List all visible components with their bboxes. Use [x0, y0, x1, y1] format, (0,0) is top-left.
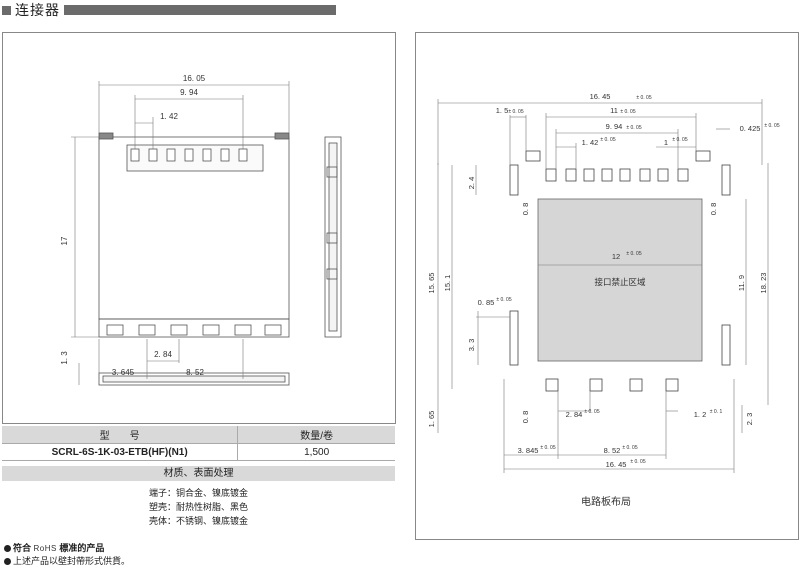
tol-1.2: ± 0. 1	[710, 409, 723, 415]
dim-span-852: 8. 52	[186, 368, 204, 377]
connector-drawing: 16. 05 9. 94 1. 42 17 2. 84 3. 645 8. 52…	[60, 74, 342, 386]
rohs-mark: RoHS	[33, 544, 57, 553]
dim-16.45-top: 16. 45	[590, 92, 611, 101]
model-cell: SCRL-6S-1K-03-ETB(HF)(N1)	[2, 443, 238, 461]
dim-0.425: 0. 425	[740, 124, 761, 133]
tol-2.84: ± 0. 05	[584, 409, 599, 415]
col-qty: 数量/卷	[237, 426, 395, 444]
dim-left-offset: 3. 645	[112, 368, 135, 377]
bullet-icon	[4, 545, 11, 552]
dim-8.52: 8. 52	[604, 446, 621, 455]
dim-3.845: 3. 845	[518, 446, 539, 455]
rohs-note: 符合 RoHS 標准的产品	[4, 542, 130, 555]
dim-0.8a: 0. 8	[521, 203, 530, 216]
notes: 符合 RoHS 標准的产品 上述产品以壁封帶形式供貨。	[4, 542, 130, 568]
dim-width-total: 16. 05	[183, 74, 206, 83]
dim-11.9: 11. 9	[737, 275, 746, 291]
tol-8.52: ± 0. 05	[622, 445, 637, 451]
dim-1.42: 1. 42	[582, 138, 599, 147]
tol-11: ± 0. 05	[620, 109, 635, 115]
tol-1: ± 0. 05	[672, 137, 687, 143]
tol-1.5: ± 0. 05	[508, 109, 523, 115]
bullet-icon	[4, 558, 11, 565]
dim-height: 17	[60, 236, 69, 245]
material-line-shell: 壳体：不锈钢、镍底镀金	[148, 516, 248, 526]
dim-15.1: 15. 1	[443, 275, 452, 292]
material-list: 端子：铜合金、镍底镀金 塑壳：耐热性树脂、黑色 壳体：不锈钢、镍底镀金	[2, 486, 395, 528]
dim-0.8b: 0. 8	[709, 203, 718, 216]
model-table: 型 号 数量/卷 SCRL-6S-1K-03-ETB(HF)(N1) 1,500	[2, 426, 395, 461]
tol-12: ± 0. 05	[626, 251, 641, 257]
tol-0.425: ± 0. 05	[764, 123, 779, 129]
dim-0.85: 0. 85	[478, 298, 495, 307]
dim-0.8c: 0. 8	[521, 411, 530, 424]
pcb-layout-panel: 16. 45 ± 0. 05 1. 5 ± 0. 05 11 ± 0. 05 9…	[415, 32, 799, 540]
tol-16.45-bottom: ± 0. 05	[630, 459, 645, 465]
layout-caption: 电路板布局	[581, 495, 631, 508]
tol-1.42: ± 0. 05	[600, 137, 615, 143]
packaging-note: 上述产品以壁封帶形式供貨。	[4, 555, 130, 568]
dim-thickness: 1. 3	[60, 351, 69, 365]
dim-1: 1	[664, 138, 668, 147]
material-line-housing: 塑壳：耐热性树脂、黑色	[148, 502, 248, 512]
pcb-layout-drawing: 16. 45 ± 0. 05 1. 5 ± 0. 05 11 ± 0. 05 9…	[427, 92, 780, 508]
title-bar-fill	[64, 5, 336, 15]
dim-18.23: 18. 23	[759, 273, 768, 294]
dim-gap: 2. 84	[154, 350, 172, 359]
col-model: 型 号	[2, 426, 238, 444]
material-line-terminal: 端子：铜合金、镍底镀金	[148, 488, 248, 498]
dim-2.4: 2. 4	[467, 177, 476, 190]
dim-11: 11	[610, 106, 618, 115]
tol-0.85: ± 0. 05	[496, 297, 511, 303]
dim-16.45-bottom: 16. 45	[606, 460, 627, 469]
connector-drawing-panel: 16. 05 9. 94 1. 42 17 2. 84 3. 645 8. 52…	[2, 32, 396, 424]
tol-9.94: ± 0. 05	[626, 125, 641, 131]
tol-3.845: ± 0. 05	[540, 445, 555, 451]
dim-1.2: 1. 2	[694, 410, 707, 419]
dim-9.94: 9. 94	[606, 122, 623, 131]
dim-1.65: 1. 65	[427, 411, 436, 428]
keepout-label: 接口禁止区域	[594, 277, 646, 287]
dim-pitch: 1. 42	[160, 112, 178, 121]
tol-16.45-top: ± 0. 05	[636, 95, 651, 101]
title-text: 连接器	[15, 2, 60, 18]
dim-2.84: 2. 84	[566, 410, 583, 419]
section-title: 连接器	[2, 2, 336, 18]
keepout-area	[537, 198, 703, 362]
dim-12: 12	[612, 252, 620, 261]
material-header: 材质、表面处理	[2, 466, 395, 481]
dim-1.5: 1. 5	[496, 106, 509, 115]
dim-3.3: 3. 3	[467, 339, 476, 352]
dim-2.3: 2. 3	[745, 413, 754, 426]
dim-15.65: 15. 65	[427, 273, 436, 294]
title-square-icon	[2, 5, 11, 15]
dim-pitch-span: 9. 94	[180, 88, 198, 97]
table-row: SCRL-6S-1K-03-ETB(HF)(N1) 1,500	[2, 443, 395, 461]
qty-cell: 1,500	[237, 443, 395, 461]
